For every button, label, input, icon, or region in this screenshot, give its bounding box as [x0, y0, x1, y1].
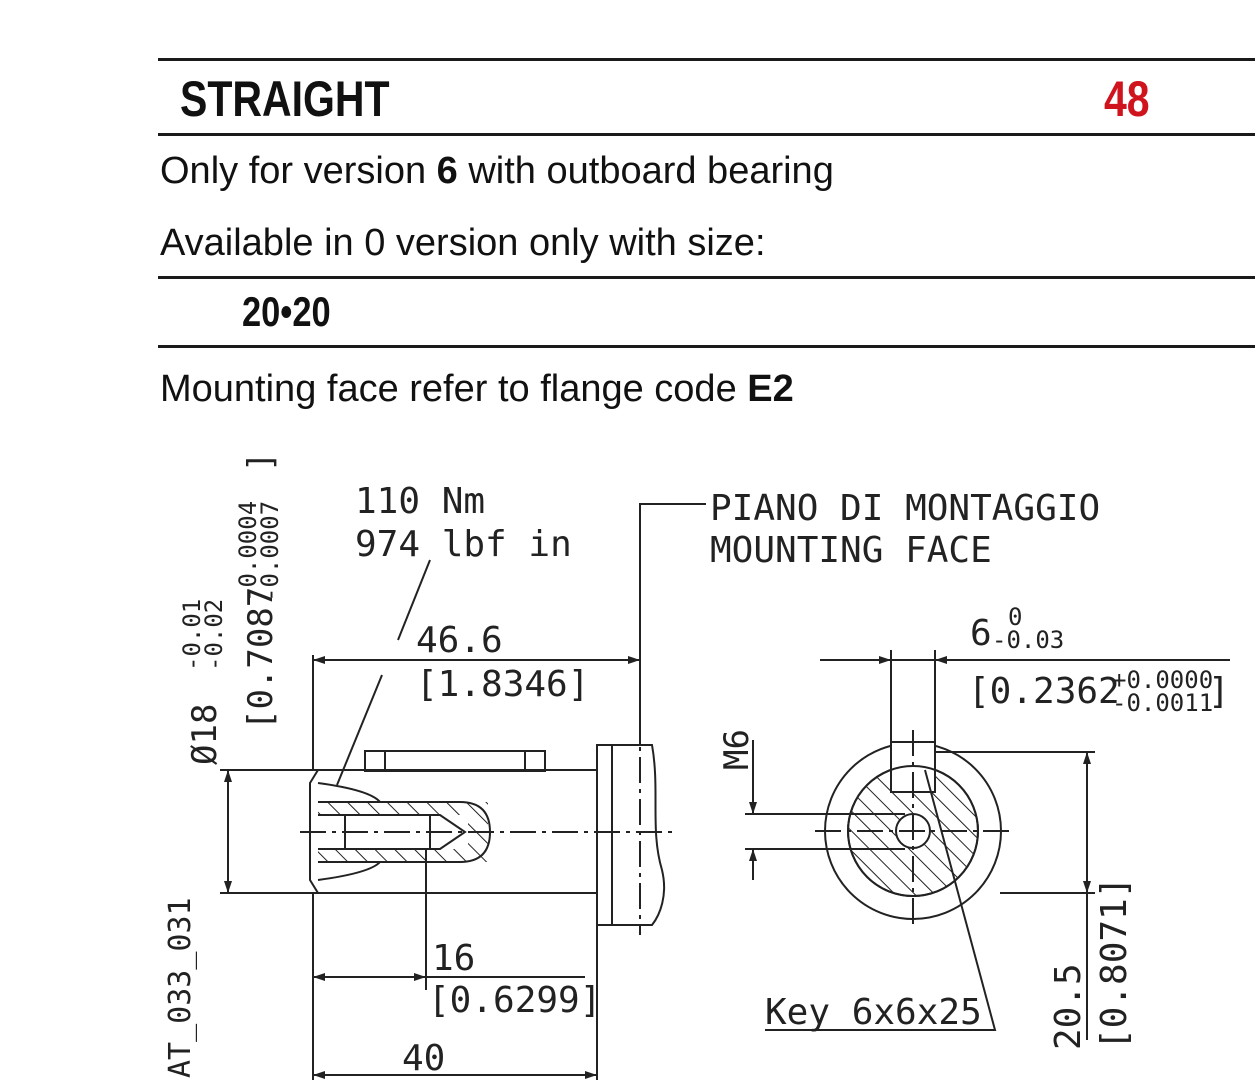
size-top-rule — [158, 276, 1255, 279]
key-w-in: [0.2362 — [968, 671, 1120, 712]
key-w-in-tol-low: -0.0011 — [1112, 689, 1213, 717]
key-side — [364, 750, 546, 772]
section-title: STRAIGHT — [180, 71, 390, 127]
shaft-outline — [309, 769, 598, 894]
diam-in: [0.7087 — [241, 587, 281, 730]
key-w-tol-up: 0 — [1008, 603, 1022, 631]
diam-mm: Ø18 — [185, 704, 225, 765]
availability-note: Available in 0 version only with size: — [160, 222, 766, 264]
diam-in-tol-low: -0.0007 — [256, 501, 284, 602]
len-mm: 46.6 — [416, 620, 503, 661]
flange-code: E2 — [747, 368, 794, 410]
height-mm: 20.5 — [1048, 963, 1089, 1050]
key-w-tol-low: -0.03 — [992, 626, 1064, 654]
flange-side — [596, 744, 666, 926]
section-code: 48 — [1104, 71, 1150, 127]
diam-tol-low: -0.02 — [200, 599, 228, 671]
thread-label: M6 — [717, 729, 757, 770]
key-leader — [765, 769, 997, 1031]
key-w-mm: 6 — [970, 613, 992, 654]
torque-lbf: 974 lbf in — [355, 524, 572, 565]
size-value: 20•20 — [242, 288, 331, 335]
shaft-len: 40 — [402, 1038, 445, 1079]
version-number: 6 — [436, 150, 458, 192]
mounting-face-en: MOUNTING FACE — [710, 530, 992, 571]
flange-note: Mounting face refer to flange code E2 — [160, 368, 794, 411]
key-w-in-tol-up: +0.0000 — [1112, 666, 1213, 694]
diam-in-tol-up: -0.0004 — [234, 501, 262, 602]
version-note: Only for version 6 with outboard bearing — [160, 150, 834, 193]
len-in: [1.8346] — [416, 664, 589, 705]
top-rule — [158, 58, 1255, 61]
drawing-code: AT_033_031 — [163, 897, 198, 1078]
depth-in: [0.6299] — [428, 980, 601, 1021]
size-bottom-rule — [158, 345, 1255, 348]
header-bottom-rule — [158, 133, 1255, 136]
key-w-in-close: ] — [1208, 671, 1230, 712]
version-note-post: with outboard bearing — [457, 150, 834, 192]
flange-note-pre: Mounting face refer to flange code — [160, 368, 748, 410]
height-in: [0.8071] — [1094, 877, 1135, 1050]
depth-mm: 16 — [432, 938, 475, 979]
mounting-face-leader — [639, 503, 706, 745]
diam-in-close: ] — [241, 452, 281, 472]
torque-nm: 110 Nm — [355, 481, 485, 522]
diam-tol-up: -0.01 — [178, 599, 206, 671]
key-label: Key 6x6x25 — [765, 992, 982, 1033]
version-note-pre: Only for version — [160, 150, 437, 192]
mounting-face-it: PIANO DI MONTAGGIO — [710, 488, 1100, 529]
